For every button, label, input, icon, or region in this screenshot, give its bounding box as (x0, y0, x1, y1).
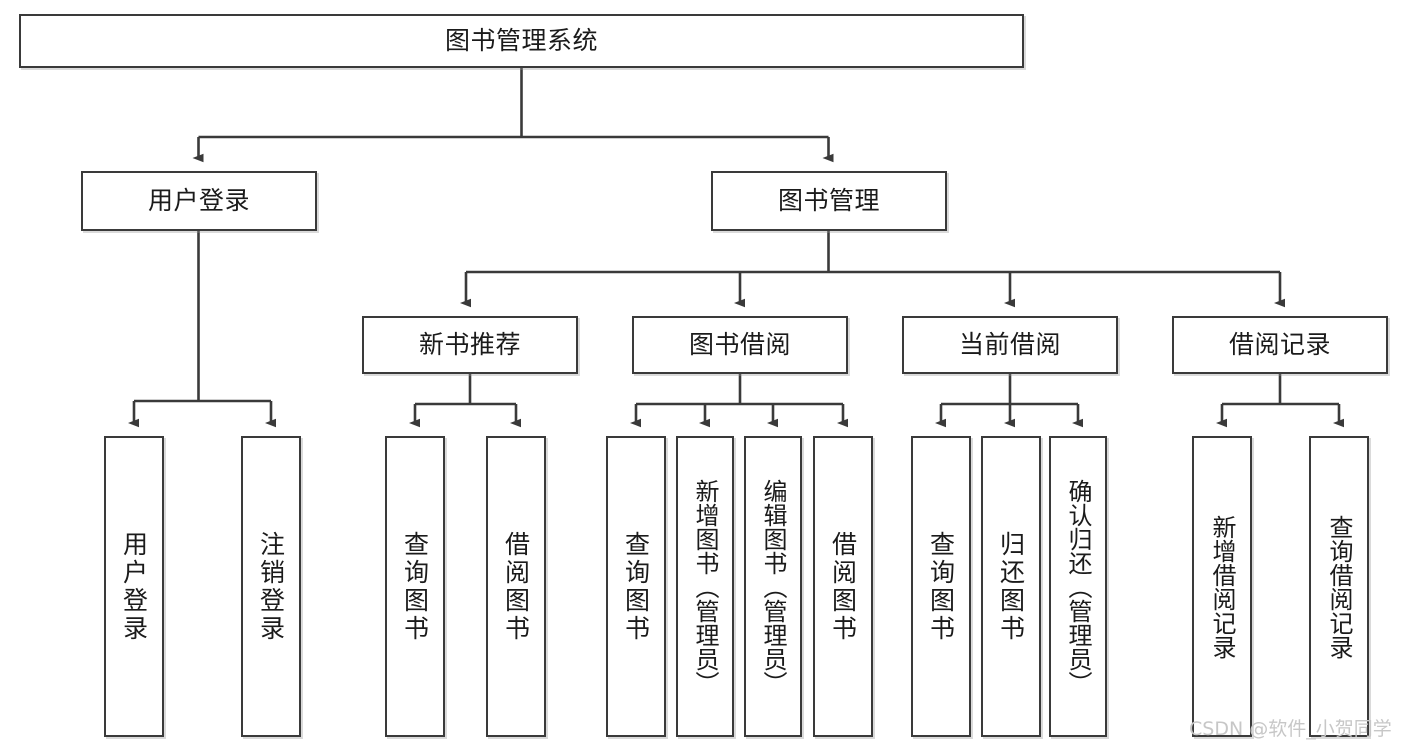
node-root-label: 图书管理系统 (444, 26, 598, 55)
node-new-book-recommendation[interactable]: 新书推荐 (362, 316, 578, 374)
leaf-user-login[interactable]: 用户登录 (104, 436, 164, 737)
leaf-borrow-books-recommend-label: 借阅图书 (501, 530, 531, 643)
leaf-user-login-label: 用户登录 (119, 530, 149, 643)
node-borrow-record-label: 借阅记录 (1228, 330, 1331, 359)
leaf-query-borrow-record-label: 查询借阅记录 (1325, 514, 1353, 659)
leaf-query-borrow-record[interactable]: 查询借阅记录 (1309, 436, 1369, 737)
node-book-borrow[interactable]: 图书借阅 (632, 316, 848, 374)
leaf-confirm-return-label: 确认归还（管理员） (1064, 478, 1092, 695)
leaf-query-books-current[interactable]: 查询图书 (911, 436, 971, 737)
node-root[interactable]: 图书管理系统 (19, 14, 1024, 68)
leaf-confirm-return[interactable]: 确认归还（管理员） (1049, 436, 1107, 737)
leaf-borrow-books-recommend[interactable]: 借阅图书 (486, 436, 546, 737)
leaf-add-book[interactable]: 新增图书（管理员） (676, 436, 734, 737)
node-book-manage[interactable]: 图书管理 (711, 171, 947, 231)
leaf-query-books-current-label: 查询图书 (926, 530, 956, 643)
leaf-query-books-borrow[interactable]: 查询图书 (606, 436, 666, 737)
node-new-book-recommendation-label: 新书推荐 (418, 330, 521, 359)
leaf-edit-book[interactable]: 编辑图书（管理员） (744, 436, 802, 737)
leaf-query-books-borrow-label: 查询图书 (621, 530, 651, 643)
node-book-manage-label: 图书管理 (777, 186, 880, 215)
leaf-borrow-books-label: 借阅图书 (828, 530, 858, 643)
leaf-borrow-books[interactable]: 借阅图书 (813, 436, 873, 737)
leaf-return-book-label: 归还图书 (996, 530, 1026, 643)
leaf-add-borrow-record-label: 新增借阅记录 (1208, 514, 1236, 659)
leaf-add-borrow-record[interactable]: 新增借阅记录 (1192, 436, 1252, 737)
leaf-query-books-recommend-label: 查询图书 (400, 530, 430, 643)
node-user-login[interactable]: 用户登录 (81, 171, 317, 231)
leaf-add-book-label: 新增图书（管理员） (691, 478, 719, 695)
leaf-logout-label: 注销登录 (256, 530, 286, 643)
leaf-query-books-recommend[interactable]: 查询图书 (385, 436, 445, 737)
leaf-edit-book-label: 编辑图书（管理员） (759, 478, 787, 695)
node-user-login-label: 用户登录 (147, 186, 250, 215)
leaf-return-book[interactable]: 归还图书 (981, 436, 1041, 737)
node-current-borrow-label: 当前借阅 (958, 330, 1061, 359)
watermark-text: CSDN @软件_小贺同学 (1189, 718, 1392, 740)
node-current-borrow[interactable]: 当前借阅 (902, 316, 1118, 374)
leaf-logout[interactable]: 注销登录 (241, 436, 301, 737)
node-book-borrow-label: 图书借阅 (688, 330, 791, 359)
node-borrow-record[interactable]: 借阅记录 (1172, 316, 1388, 374)
